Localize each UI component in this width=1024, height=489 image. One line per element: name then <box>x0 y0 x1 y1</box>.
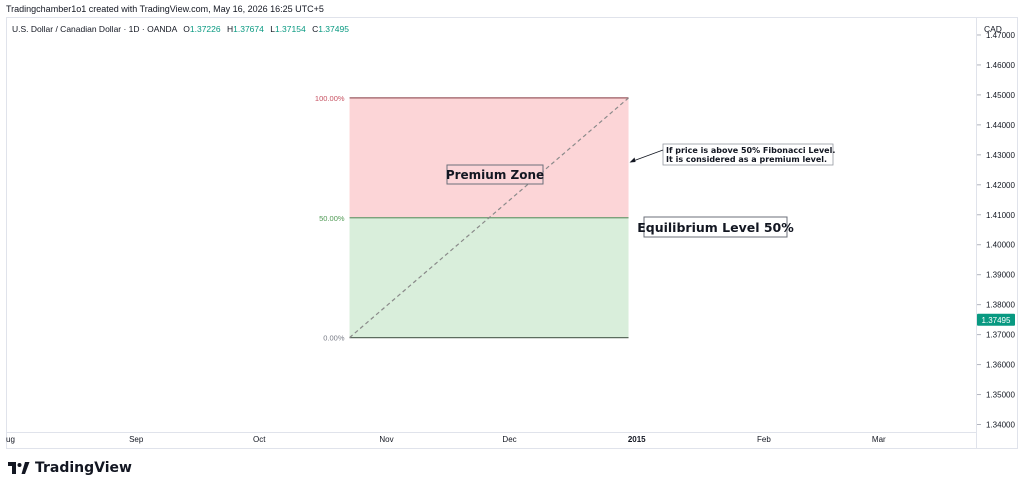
chart-frame <box>6 17 1018 449</box>
time-axis-label: Sep <box>129 435 144 444</box>
price-axis-label: 1.38000 <box>986 301 1015 310</box>
price-axis-label: 1.34000 <box>986 421 1015 430</box>
equilibrium-label: Equilibrium Level 50% <box>637 216 794 238</box>
equilibrium-box <box>643 216 788 238</box>
price-axis-border <box>976 17 977 449</box>
note-text-line-1: If price is above 50% Fibonacci Level. <box>666 146 835 155</box>
symbol-name[interactable]: U.S. Dollar / Canadian Dollar · 1D · OAN… <box>12 24 177 34</box>
tradingview-logo-icon <box>8 462 30 474</box>
note-arrow-line <box>630 149 664 163</box>
premium-note-callout: If price is above 50% Fibonacci Level.It… <box>629 143 835 166</box>
note-text-line-2: It is considered as a premium level. <box>666 155 827 164</box>
attribution-text: Tradingchamber1o1 created with TradingVi… <box>6 4 324 14</box>
price-axis-label: 1.46000 <box>986 61 1015 70</box>
time-axis-label: Feb <box>757 435 771 444</box>
premium-zone-box <box>446 164 544 185</box>
time-axis-label: ug <box>6 435 15 444</box>
time-axis-label: Nov <box>379 435 393 444</box>
fib-level-label: 50.00% <box>319 214 345 223</box>
time-axis-label: Mar <box>872 435 886 444</box>
low-label: L <box>270 24 275 34</box>
price-axis-label: 1.47000 <box>986 31 1015 40</box>
fib-level-label: 100.00% <box>315 94 345 103</box>
time-axis-label: Dec <box>502 435 516 444</box>
premium-zone-fill <box>349 97 629 218</box>
equilibrium-text: Equilibrium Level 50% <box>637 220 794 235</box>
price-axis-label: 1.36000 <box>986 361 1015 370</box>
price-axis-label: 1.44000 <box>986 121 1015 130</box>
premium-zone-label: Premium Zone <box>446 164 544 185</box>
symbol-legend[interactable]: U.S. Dollar / Canadian Dollar · 1D · OAN… <box>12 24 349 34</box>
open-value: 1.37226 <box>189 24 221 34</box>
note-arrow-head <box>629 157 636 163</box>
close-value: 1.37495 <box>318 24 349 34</box>
brand-name: TradingView <box>35 460 132 476</box>
last-price-tag: 1.37495 <box>977 313 1015 326</box>
fibonacci-retracement: 100.00% 50.00% 0.00% Premium ZoneEquilibriu… <box>315 94 835 343</box>
currency-label[interactable]: CAD <box>984 24 1002 34</box>
price-axis-label: 1.45000 <box>986 91 1015 100</box>
note-box <box>662 143 834 166</box>
high-label: H <box>226 24 234 34</box>
price-axis-label: 1.42000 <box>986 181 1015 190</box>
last-price-tag-bg <box>977 313 1015 326</box>
last-price-tag-text: 1.37495 <box>982 316 1011 325</box>
fib-trend-line <box>349 97 629 339</box>
price-axis-label: 1.35000 <box>986 391 1015 400</box>
high-value: 1.37674 <box>233 24 264 34</box>
premium-zone-text: Premium Zone <box>446 168 544 182</box>
brand-logo: TradingView <box>8 460 132 476</box>
price-axis-label: 1.41000 <box>986 211 1015 220</box>
open-label: O <box>183 24 190 34</box>
price-axis: 1.47000 1.46000 1.45000 1.44000 1.43000 1.420… <box>977 31 1015 430</box>
price-axis-label: 1.43000 <box>986 151 1015 160</box>
time-axis-label: 2015 <box>628 435 646 444</box>
price-axis-label: 1.37000 <box>986 331 1015 340</box>
low-value: 1.37154 <box>274 24 306 34</box>
discount-zone-fill <box>349 217 629 338</box>
fib-level-label: 0.00% <box>323 334 345 343</box>
time-axis-label: Oct <box>253 435 266 444</box>
price-axis-label: 1.40000 <box>986 241 1015 250</box>
price-axis-label: 1.39000 <box>986 271 1015 280</box>
close-label: C <box>312 24 319 34</box>
time-axis-border <box>6 432 976 433</box>
time-axis: ug Sep Oct Nov Dec 2015 Feb Mar <box>6 435 886 444</box>
